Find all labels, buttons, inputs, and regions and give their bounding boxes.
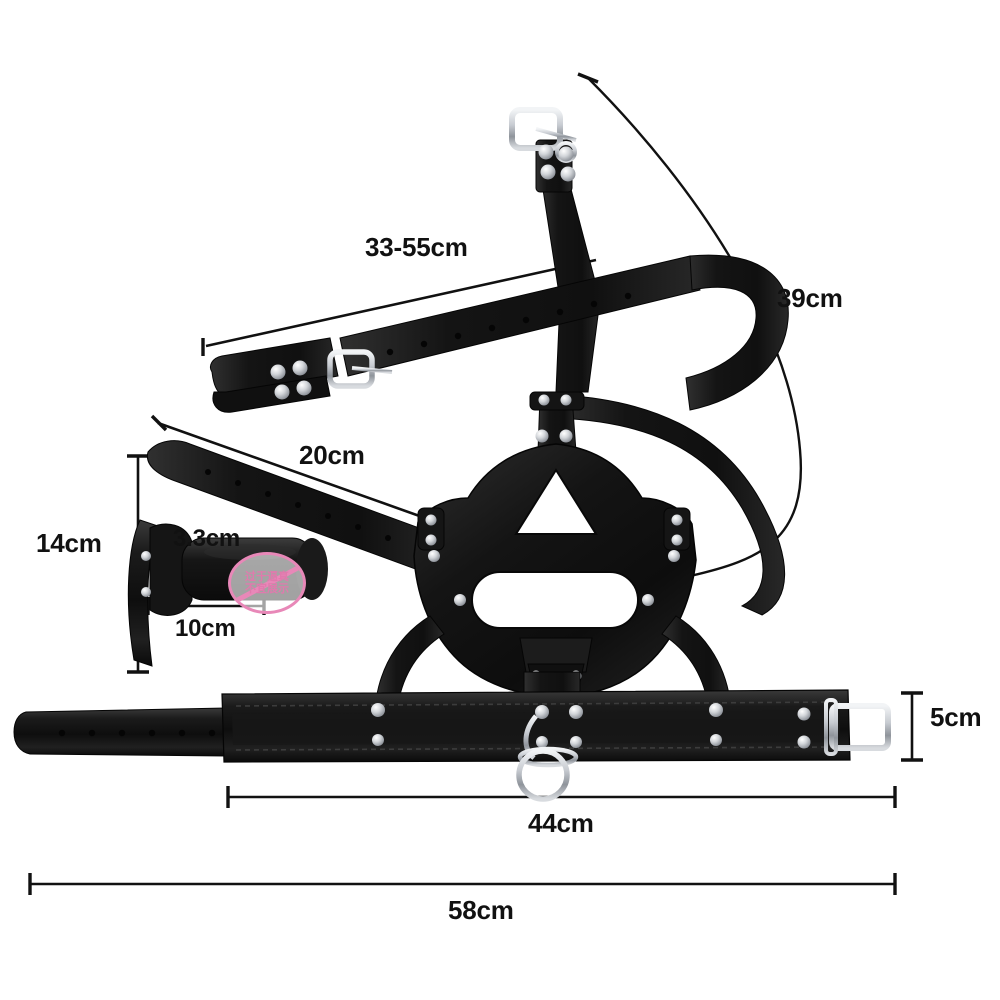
censor-badge-line2: 不宜展示 (245, 582, 289, 595)
censor-badge: 过于逼真 不宜展示 (228, 552, 306, 614)
top-strap-assembly (509, 107, 601, 393)
collar-belt (13, 689, 891, 802)
dimension-label-gag-height: 14cm (36, 528, 102, 558)
dimension-label-strap-adjust: 33-55cm (365, 232, 468, 262)
dimension-label-total-length: 58cm (448, 895, 514, 925)
dimension-label-gag-diameter: 3.3cm (173, 525, 241, 552)
face-mask (413, 391, 697, 698)
rear-strap (557, 394, 786, 616)
dimension-label-gag-length: 10cm (175, 615, 236, 642)
dimension-label-collar-length: 44cm (528, 808, 594, 838)
adjust-buckle (327, 349, 393, 389)
top-buckle (509, 107, 577, 163)
dimension-label-cheek-strap: 20cm (299, 440, 365, 470)
censor-badge-line1: 过于逼真 (245, 570, 289, 584)
dimension-label-belt-width: 5cm (930, 702, 982, 732)
adjustable-strap (209, 254, 789, 413)
o-ring (516, 714, 579, 802)
dimension-label-back-strap: 39cm (777, 283, 843, 313)
collar-buckle (812, 698, 891, 756)
